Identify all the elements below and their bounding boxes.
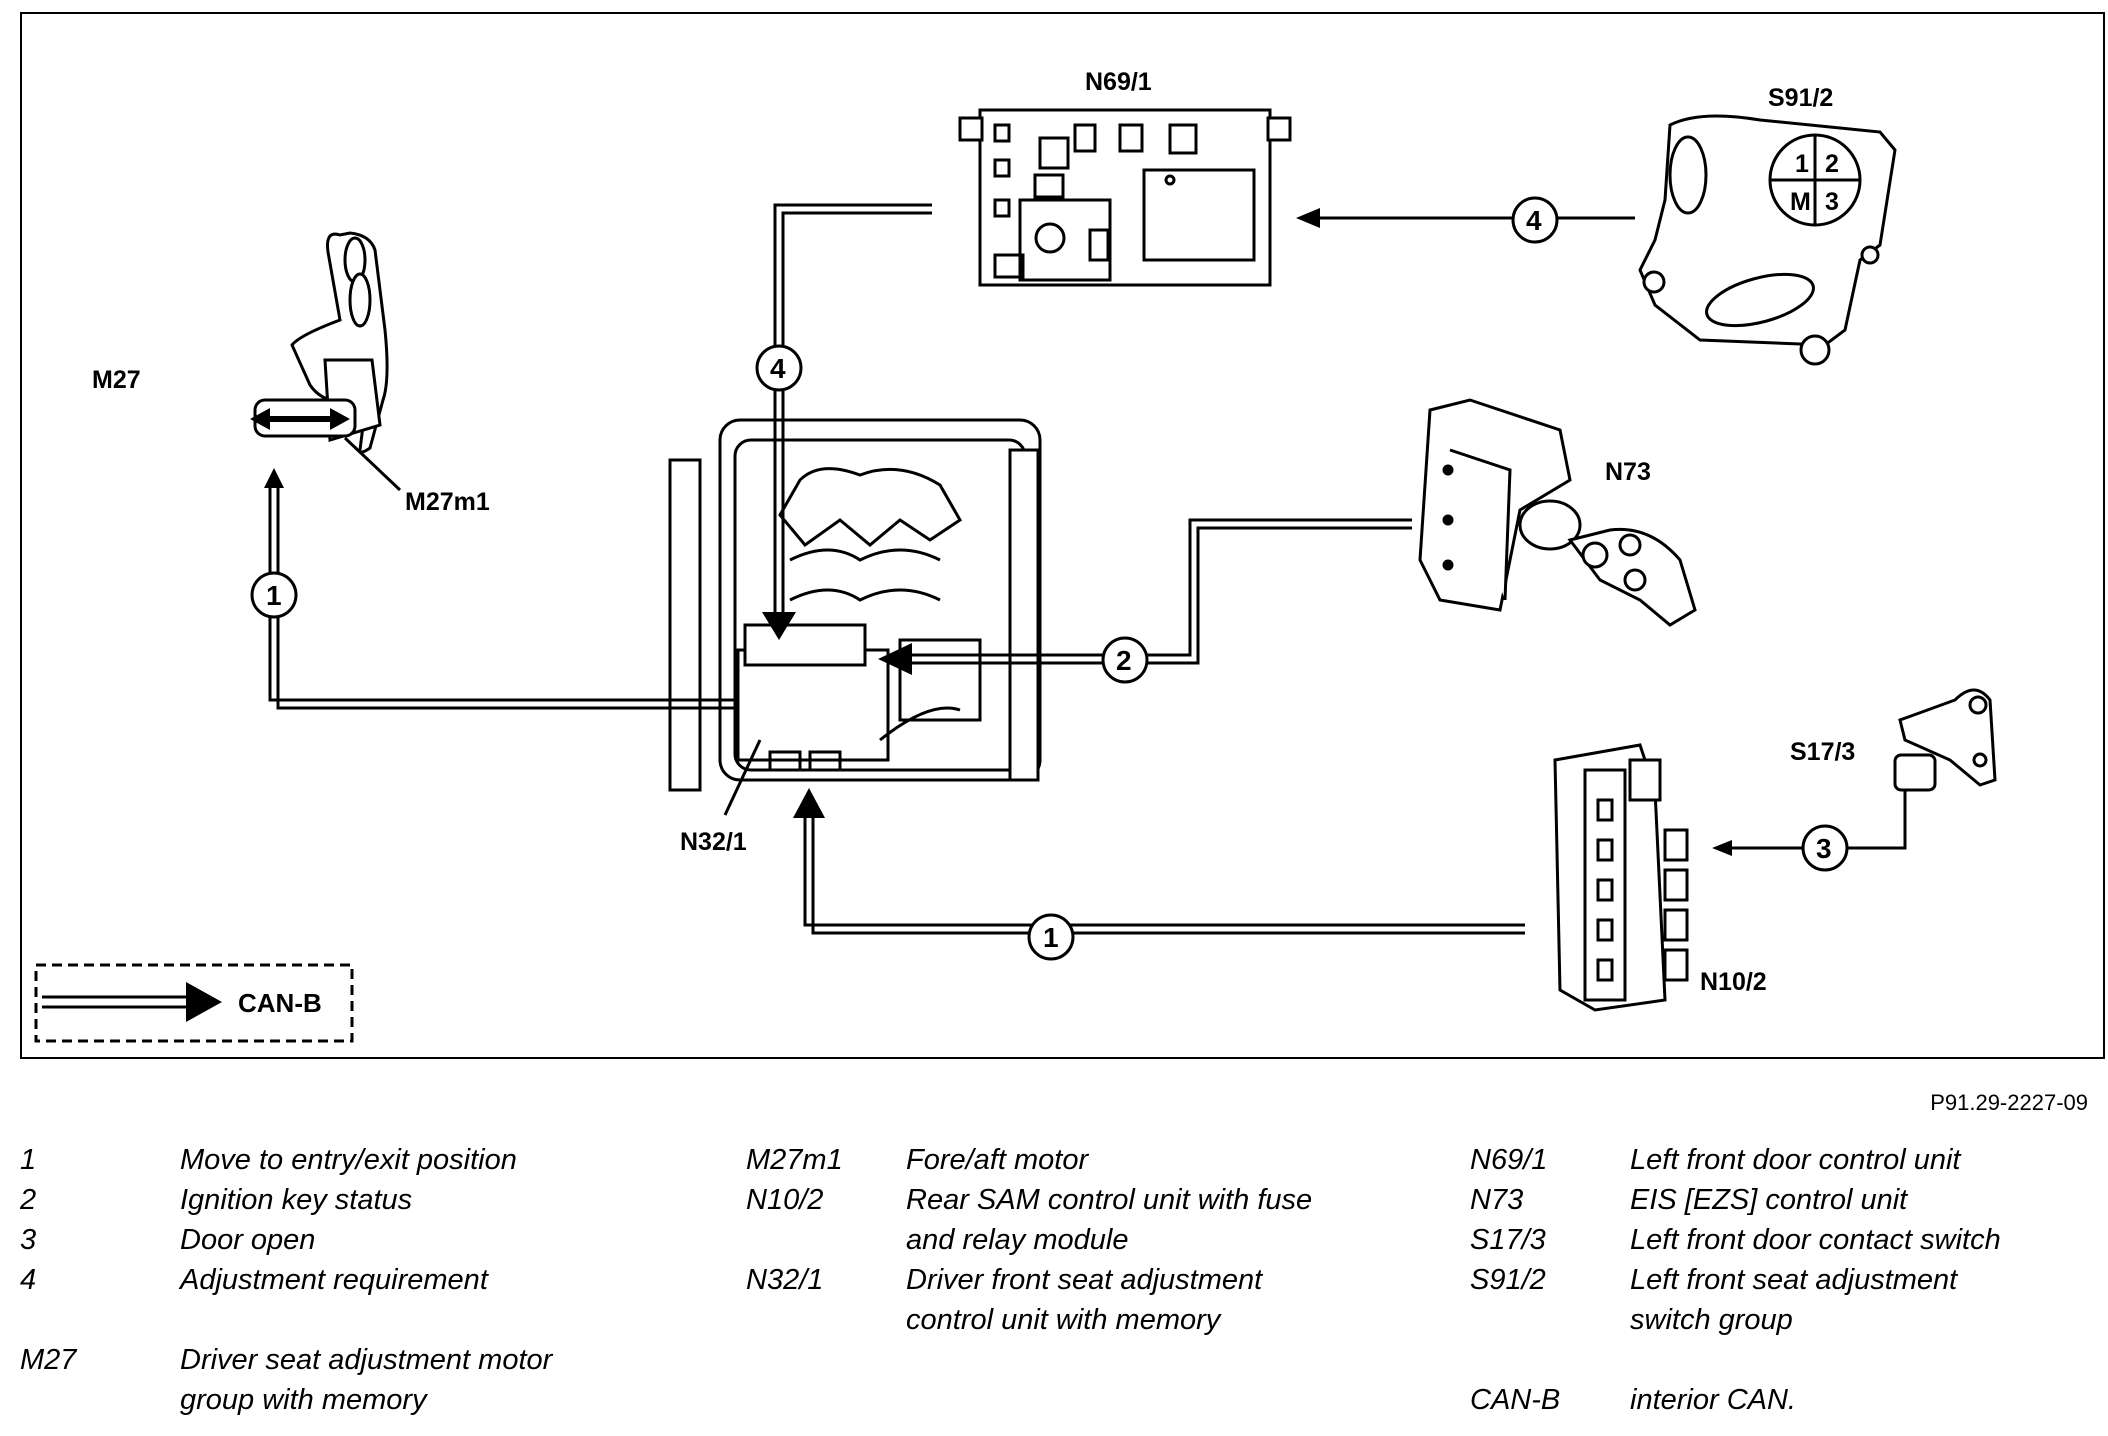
legend-desc: Driver seat adjustment motor group with … [180,1344,553,1416]
can-b-arrowhead-4-down [762,612,796,640]
wiring-diagram: N69/1 1 2 M 3 S91/2 M27 M27m1 [20,12,2105,1059]
can-b-arrowhead-4-left [1296,208,1320,228]
label-n73: N73 [1605,458,1651,486]
label-s91-2: S91/2 [1768,84,1833,112]
legend-code: 4 [20,1264,37,1296]
legend-desc: Rear SAM control unit with fuse and rela… [906,1184,1313,1256]
legend-code: N10/2 [746,1184,824,1216]
legend-code: S91/2 [1470,1264,1546,1296]
reference-code: P91.29-2227-09 [1930,1090,2088,1115]
fore-aft-arrow-icon [250,408,350,430]
legend-code: M27 [20,1344,77,1376]
legend-code: S17/3 [1470,1224,1546,1256]
label-s17-3: S17/3 [1790,738,1855,766]
signal-1-m27: 1 [266,580,282,611]
switch-key-2: 2 [1825,150,1839,178]
signal-3: 3 [1816,833,1832,864]
legend-desc: EIS [EZS] control unit [1630,1184,1908,1216]
legend-desc: Move to entry/exit position [180,1144,517,1176]
s17-3-door-contact-switch [1893,688,1997,792]
label-n10-2: N10/2 [1700,968,1767,996]
legend-code: 1 [20,1144,37,1176]
legend-code: N73 [1470,1184,1524,1216]
legend-item: S17/3 Left front door contact switch [1470,1220,2090,1260]
legend-item: N69/1 Left front door control unit [1470,1140,2090,1180]
label-n69-1: N69/1 [1085,68,1152,96]
can-b-legend-box [34,963,354,1043]
signal-2: 2 [1116,645,1132,676]
legend-item: M27m1 Fore/aft motor [746,1140,1406,1180]
can-b-legend-label: CAN-B [238,988,322,1018]
legend-item: 4 Adjustment requirement [20,1260,700,1300]
legend-code: M27m1 [746,1144,843,1176]
diagram-frame [20,12,2105,1059]
legend-item: CAN-B interior CAN. [1470,1380,2090,1420]
legend-desc: Left front seat adjustment switch group [1630,1264,1958,1336]
legend-desc: interior CAN. [1630,1384,1796,1416]
can-b-line-3-s17-to-n10 [1725,790,1907,850]
n73-eis-control-unit [1418,398,1697,627]
signal-4-vertical: 4 [770,353,786,384]
legend-item: N10/2 Rear SAM control unit with fuse and… [746,1180,1406,1260]
signal-circles [250,196,1849,961]
legend-item: 1 Move to entry/exit position [20,1140,700,1180]
legend-column-3: N69/1 Left front door control unit N73 EIS… [1470,1140,2090,1420]
legend-desc: Left front door contact switch [1630,1224,2001,1256]
legend-item: S91/2 Left front seat adjustment switch g… [1470,1260,2090,1340]
legend-item: N73 EIS [EZS] control unit [1470,1180,2090,1220]
label-n32-1: N32/1 [680,828,747,856]
n32-1-leader-line [723,739,762,816]
s91-2-switch-group [1638,114,1897,366]
switch-key-3: 3 [1825,188,1839,216]
can-b-legend-arrow-icon [42,982,222,1022]
can-b-line-1-n32-to-m27 [268,488,735,710]
switch-key-1: 1 [1795,150,1809,178]
legend-column-2: M27m1 Fore/aft motor N10/2 Rear SAM contro… [746,1140,1406,1340]
label-m27: M27 [92,366,141,394]
signal-4-horizontal: 4 [1526,205,1542,236]
legend-item: N32/1 Driver front seat adjustment contro… [746,1260,1406,1340]
label-m27m1: M27m1 [405,488,490,516]
can-b-line-4-n69-to-n32 [773,203,932,615]
legend-desc: Fore/aft motor [906,1144,1089,1176]
legend-desc: Left front door control unit [1630,1144,1961,1176]
legend-code: N32/1 [746,1264,824,1296]
n10-2-rear-sam-unit [1553,743,1689,1012]
legend-column-1: 1 Move to entry/exit position 2 Ignition k… [20,1140,700,1420]
can-b-line-2-n73-to-n32 [905,518,1412,665]
legend-code: N69/1 [1470,1144,1548,1176]
n69-1-door-control-unit [958,108,1292,287]
can-b-arrowhead-1-n32 [793,788,825,818]
legend-code: 3 [20,1224,37,1256]
m27m1-leader-line [343,436,402,492]
legend-desc: Driver front seat adjustment control uni… [906,1264,1263,1336]
legend-desc: Ignition key status [180,1184,413,1216]
can-b-arrowhead-2-left [878,643,912,675]
can-b-line-1-n10-to-n32 [803,815,1525,935]
legend-item: 2 Ignition key status [20,1180,700,1220]
signal-1-n10: 1 [1043,922,1059,953]
legend-desc: Adjustment requirement [180,1264,488,1296]
legend-item: 3 Door open [20,1220,700,1260]
n32-1-seat-control-unit [668,418,1042,792]
can-b-arrowhead-3-left [1712,840,1732,856]
switch-key-m: M [1790,188,1811,216]
legend-desc: Door open [180,1224,316,1256]
can-b-arrowhead-1-up [264,468,284,488]
legend-item: M27 Driver seat adjustment motor group wi… [20,1340,700,1420]
legend-code: CAN-B [1470,1384,1561,1416]
legend-code: 2 [20,1184,37,1216]
